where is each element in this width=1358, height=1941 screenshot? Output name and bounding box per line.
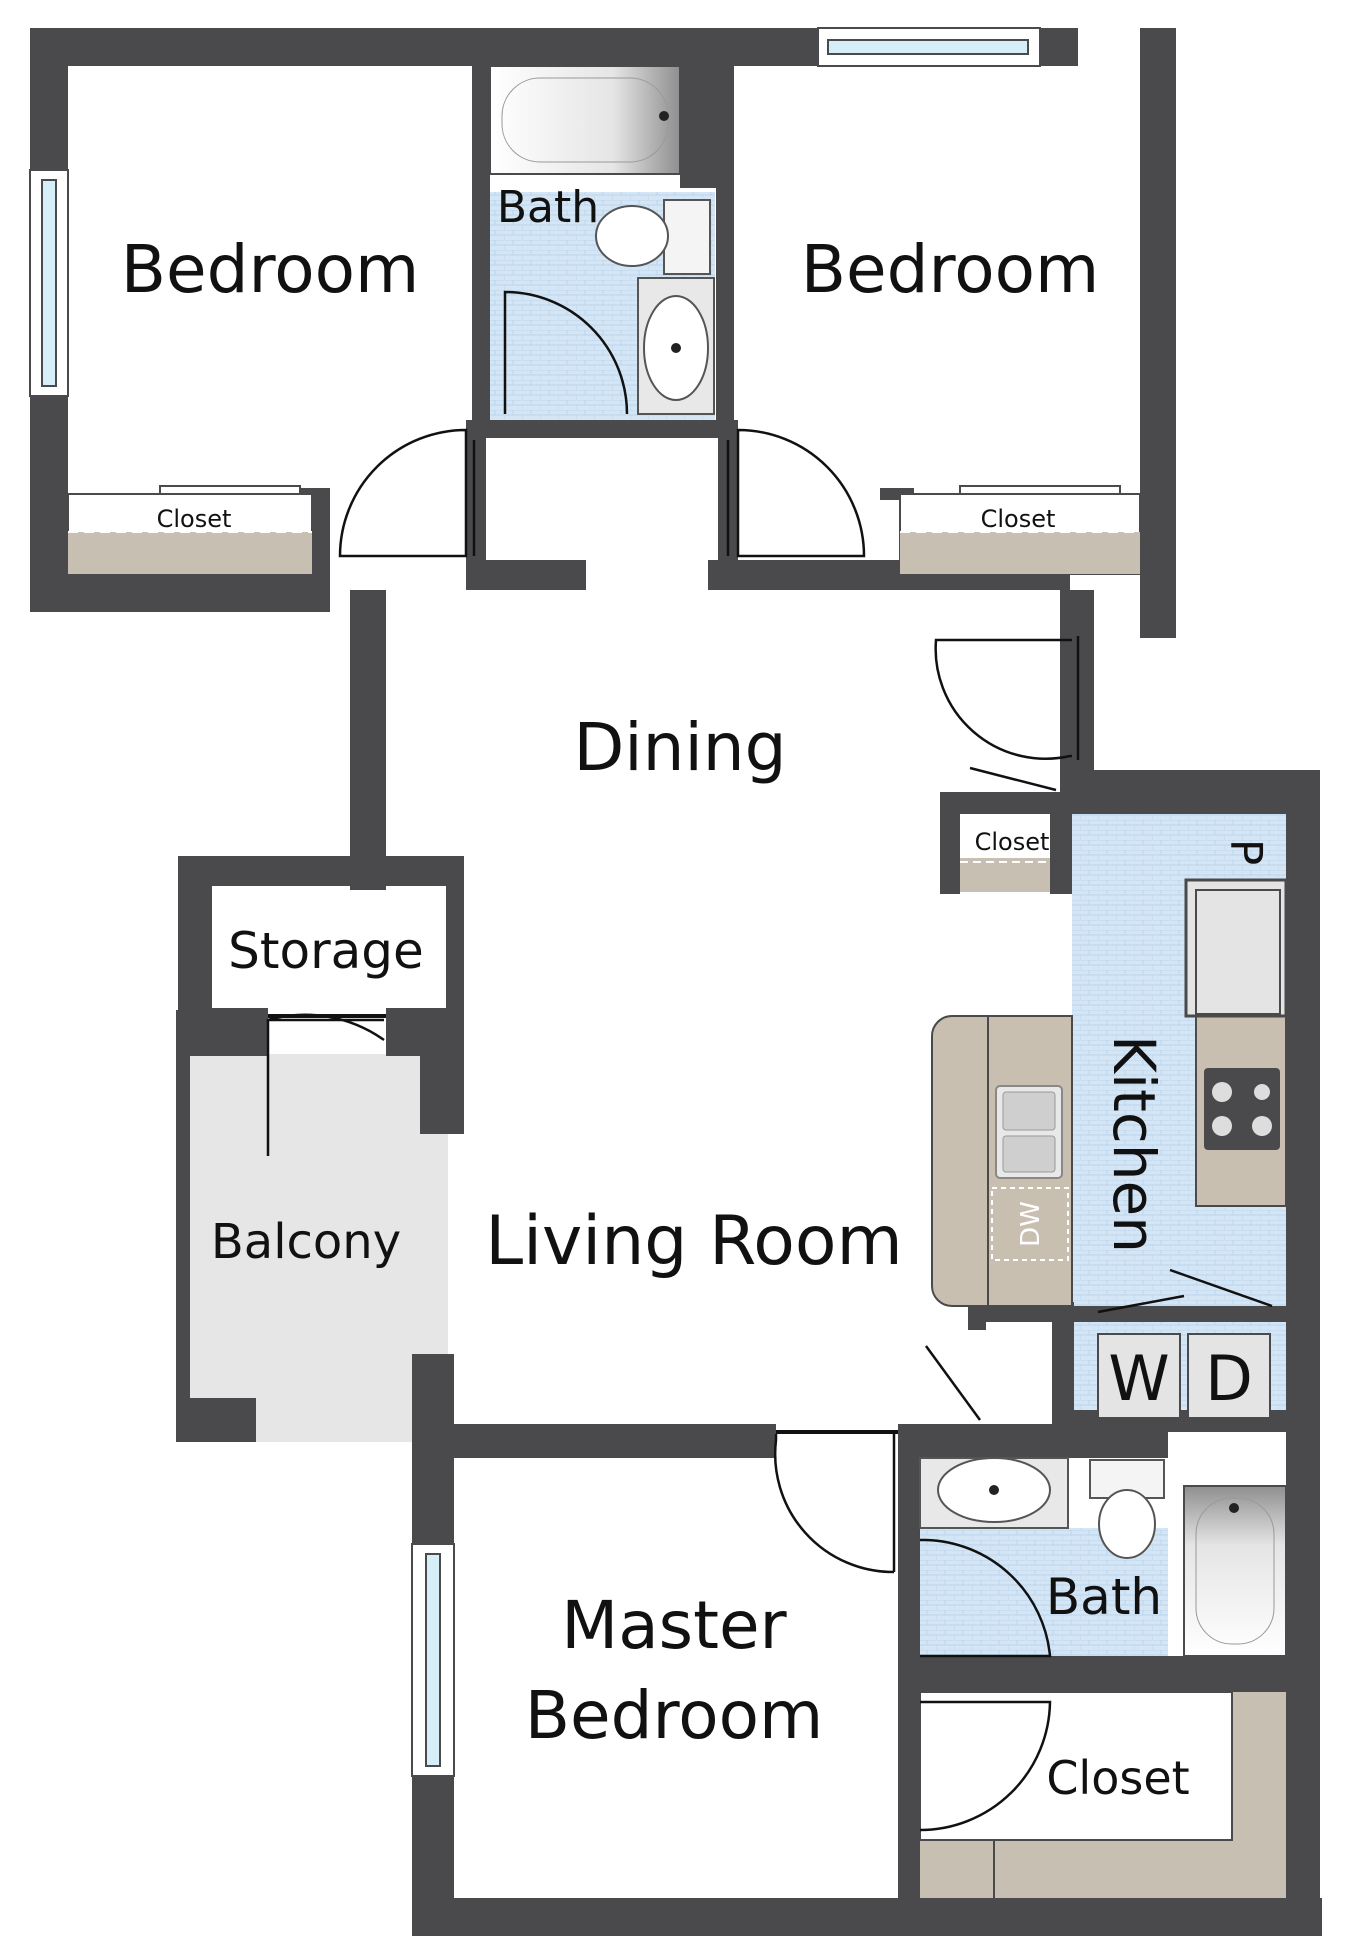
label-dishwasher: DW <box>1016 1201 1046 1247</box>
door-closet-master <box>919 1700 1052 1832</box>
door-entry <box>934 638 1072 760</box>
kitchen-fixtures <box>931 878 1288 1419</box>
toilet-bowl-top <box>595 205 669 267</box>
washer <box>1097 1333 1181 1419</box>
label-bath-top: Bath <box>497 182 599 233</box>
label-pantry: P <box>1220 839 1271 866</box>
dishwasher <box>991 1187 1069 1261</box>
label-closet-dining: Closet <box>975 828 1050 856</box>
closet-shelves <box>67 485 1286 1898</box>
label-closet-right: Closet <box>981 505 1056 533</box>
label-bedroom-right: Bedroom <box>801 231 1100 308</box>
dryer <box>1187 1333 1271 1419</box>
bath-master-fixtures <box>919 1457 1287 1657</box>
windows <box>29 27 1041 1777</box>
room-labels: Bedroom Bath Bedroom Closet Closet Dinin… <box>121 182 1271 1805</box>
label-storage: Storage <box>228 922 424 980</box>
balcony-floor <box>180 1054 448 1442</box>
label-dining: Dining <box>573 709 786 786</box>
door-bath-top <box>503 290 629 415</box>
label-master-line1: Master <box>561 1587 787 1664</box>
bathtub-master <box>1183 1485 1287 1657</box>
bath-top-fixtures <box>489 65 715 415</box>
doors <box>266 290 1273 1832</box>
label-dryer: D <box>1205 1342 1253 1415</box>
label-washer: W <box>1108 1342 1169 1415</box>
door-bath-master <box>920 1538 1052 1658</box>
label-master-line2: Bedroom <box>525 1677 824 1754</box>
label-living-room: Living Room <box>485 1202 902 1281</box>
bathtub-top <box>489 65 681 175</box>
door-bedroom-left <box>338 428 468 558</box>
label-closet-master: Closet <box>1046 1751 1189 1805</box>
cooktop <box>1204 1068 1280 1150</box>
label-balcony: Balcony <box>211 1214 401 1270</box>
door-bedroom-right <box>736 428 866 558</box>
label-kitchen: Kitchen <box>1100 1035 1168 1253</box>
label-bedroom-left: Bedroom <box>121 231 420 308</box>
door-master-bedroom <box>773 1434 895 1574</box>
label-bath-master: Bath <box>1046 1568 1162 1626</box>
toilet-bowl-master <box>1098 1489 1156 1559</box>
toilet-tank-top <box>663 199 711 275</box>
label-closet-left: Closet <box>157 505 232 533</box>
